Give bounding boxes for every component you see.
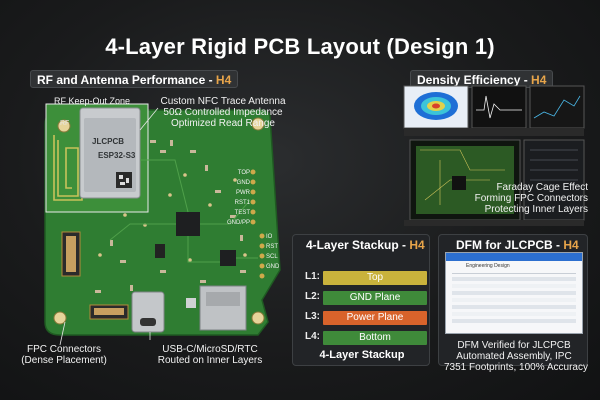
layer-num: L3:	[305, 311, 320, 322]
pin-label: SCL	[266, 254, 278, 260]
dfm-section-tag: H4	[563, 238, 579, 252]
layer-num: L2:	[305, 291, 320, 302]
stackup-panel: L1: Top L2: GND Plane L3: Power Plane L4…	[292, 234, 430, 366]
waveform-monitor	[471, 85, 527, 129]
dfm-line-1: DFM Verified for JLCPCB	[457, 340, 571, 351]
lower-header-pins	[259, 233, 265, 279]
pin-label: GND/PP	[226, 220, 250, 226]
dfm-line-2: Automated Assembly, IPC	[456, 351, 572, 362]
pin-label: TEST	[234, 210, 250, 216]
density-section-header: Density Efficiency - H4	[410, 70, 554, 88]
mounting-holes	[53, 117, 265, 325]
rf-section-tag: H4	[215, 73, 232, 87]
density-section-tag: H4	[531, 73, 547, 87]
module-brand: JLCPCB	[92, 137, 125, 146]
stackup-caption: 4-Layer Stackup	[319, 349, 405, 361]
dfm-annotation: DFM Verified for JLCPCB Automated Assemb…	[444, 340, 588, 373]
antenna-line-2: 50Ω Controlled Impedance	[163, 107, 283, 118]
rf-section-label: RF and Antenna Performance -	[37, 73, 216, 87]
fpc-annotation: FPC Connectors (Dense Placement)	[16, 344, 112, 366]
antenna-line-1: Custom NFC Trace Antenna	[160, 96, 286, 107]
layer-num: L1:	[305, 271, 320, 282]
stackup-layer-bottom: Bottom	[323, 331, 427, 345]
chart-monitor	[529, 85, 585, 129]
dfm-section-label: DFM for JLCPCB -	[456, 238, 564, 252]
stackup-section-tag: H4	[409, 238, 425, 252]
smd-components	[95, 140, 246, 293]
faraday-line-2: Forming FPC Connectors	[474, 193, 588, 204]
pin-label: GND	[266, 264, 280, 270]
keepout-label: RF Keep-Out Zone	[54, 96, 131, 106]
ic-chip	[220, 250, 236, 266]
usb-annotation: USB-C/MicroSD/RTC Routed on Inner Layers	[140, 344, 280, 366]
pin-label: TOP	[237, 170, 250, 176]
rtc-button	[186, 298, 196, 308]
layer-num: L4:	[305, 331, 320, 342]
usb-line-2: Routed on Inner Layers	[157, 355, 263, 366]
antenna-line-3: Optimized Read Range	[171, 118, 275, 129]
pin-label: RST	[266, 244, 278, 250]
stackup-section-label: 4-Layer Stackup -	[306, 238, 410, 252]
module-part: ESP32-S3	[98, 151, 136, 160]
stackup-layer-top: Top	[323, 271, 427, 285]
faraday-line-1: Faraday Cage Effect	[496, 182, 588, 193]
mcu-chip	[176, 212, 200, 236]
faraday-annotation: Faraday Cage Effect Forming FPC Connecto…	[458, 182, 588, 215]
pin-label: GND	[236, 180, 250, 186]
density-section-label: Density Efficiency -	[417, 73, 532, 87]
pin-label: RST1	[234, 200, 250, 206]
stackup-section-header: 4-Layer Stackup - H4	[300, 236, 431, 254]
dfm-screen-heading: Engineering Design	[466, 263, 510, 269]
dfm-screenshot: Engineering Design	[445, 252, 583, 334]
fpc-line-2: (Dense Placement)	[21, 355, 107, 366]
dfm-screen-topbar	[446, 253, 582, 261]
pin-label: IO	[266, 234, 273, 240]
dfm-line-3: 7351 Footprints, 100% Accuracy	[444, 362, 588, 373]
rf-section-header: RF and Antenna Performance - H4	[30, 70, 239, 88]
stackup-layer-gnd: GND Plane	[323, 291, 427, 305]
dfm-section-header: DFM for JLCPCB - H4	[450, 236, 585, 254]
small-ic	[155, 244, 165, 258]
antenna-annotation: Custom NFC Trace Antenna 50Ω Controlled …	[158, 96, 288, 129]
usb-line-1: USB-C/MicroSD/RTC	[162, 344, 258, 355]
rf-board-label: RF	[60, 120, 70, 127]
pin-label-column-lower: IO RST SCL GND	[266, 232, 282, 272]
header-pins	[250, 169, 256, 225]
pcb-traces	[109, 159, 258, 263]
pin-label-column: TOP GND PWR RST1 TEST GND/PP	[226, 168, 250, 228]
fpc-line-1: FPC Connectors	[27, 344, 101, 355]
stackup-layer-power: Power Plane	[323, 311, 427, 325]
faraday-line-3: Protecting Inner Layers	[484, 204, 588, 215]
page-title: 4-Layer Rigid PCB Layout (Design 1)	[105, 34, 495, 59]
pin-label: PWR	[236, 190, 250, 196]
